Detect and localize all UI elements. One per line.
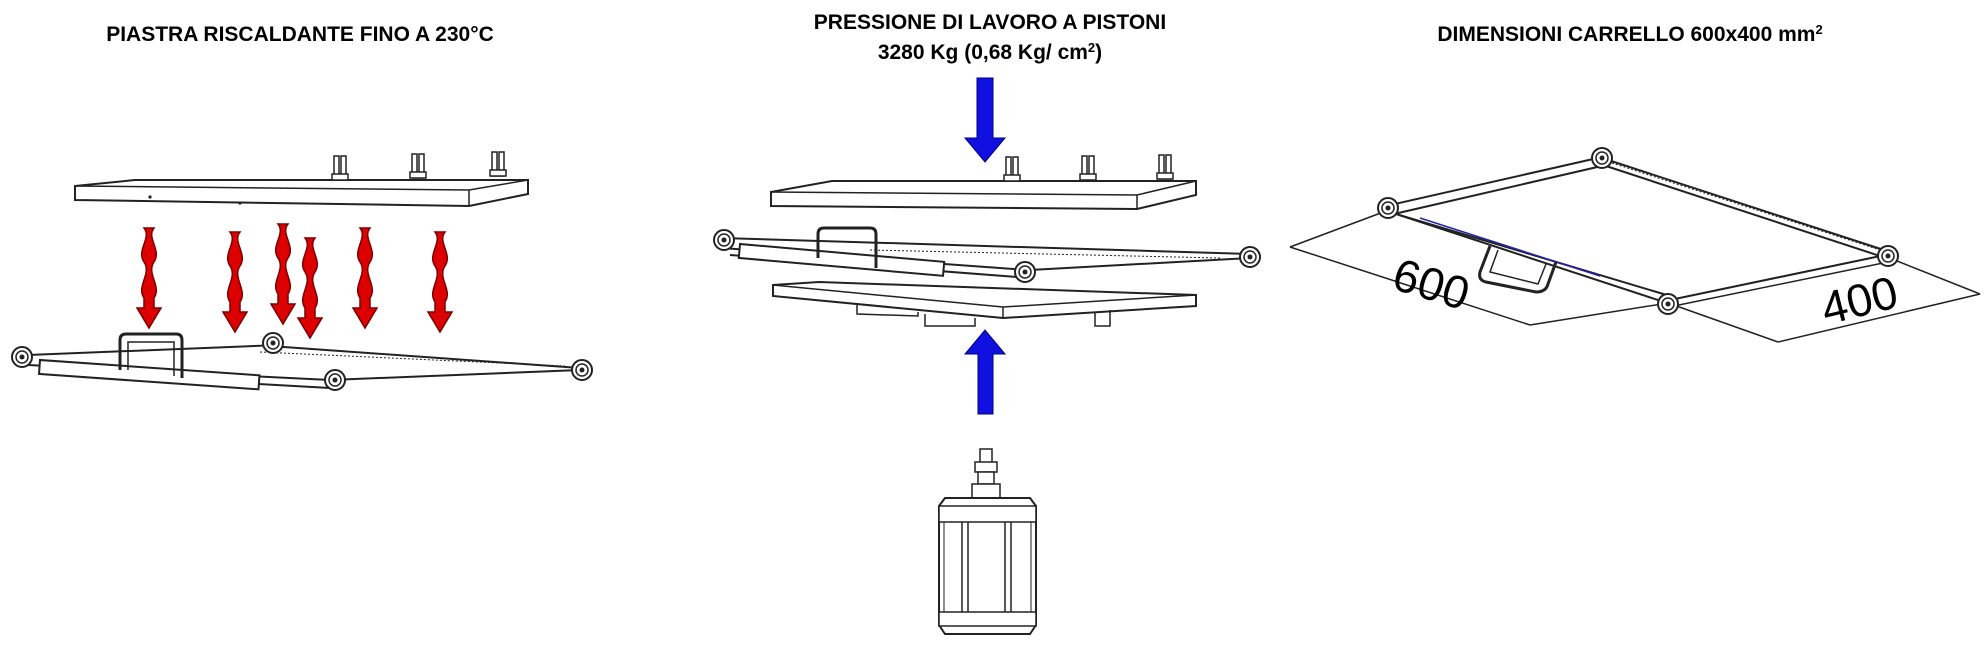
trolley-1 <box>11 332 593 391</box>
dimensions-drawing: 600 400 <box>1289 147 1981 343</box>
heating-plate <box>74 151 529 208</box>
heat-arrow-icon <box>352 227 378 329</box>
pneumatic-cylinder-icon <box>938 448 1037 635</box>
heat-arrow-icon <box>297 237 323 339</box>
heat-arrow-icon <box>427 231 453 333</box>
trolley-3 <box>1377 147 1899 315</box>
pressure-title-line1: PRESSIONE DI LAVORO A PISTONI <box>813 11 1167 34</box>
heating-plate-drawing <box>11 151 593 391</box>
pressure-value: 3280 Kg (0,68 Kg/ cm <box>877 41 1088 64</box>
heat-arrow-icon <box>270 223 296 325</box>
pressure-unit-sup: 2 <box>1087 40 1096 55</box>
heat-arrow-icon <box>222 231 248 333</box>
dimensions-title-sup: 2 <box>1815 22 1823 37</box>
pressure-title: PRESSIONE DI LAVORO A PISTONI 3280 Kg (0… <box>700 8 1280 68</box>
dimension-lines <box>1289 207 1981 343</box>
pressure-arrow-icon <box>963 77 1007 163</box>
heat-arrow-icon <box>136 227 162 329</box>
dimensions-title-text: DIMENSIONI CARRELLO 600x400 mm <box>1437 23 1816 46</box>
dimension-400-label: 400 <box>1816 266 1903 335</box>
dimensions-title: DIMENSIONI CARRELLO 600x400 mm2 <box>1330 20 1930 50</box>
heat-arrows <box>136 223 453 339</box>
heating-plate-title-text: PIASTRA RISCALDANTE FINO A 230°C <box>106 23 494 46</box>
trolley-2 <box>713 226 1261 283</box>
lower-plate <box>772 280 1197 327</box>
dimension-600-label: 600 <box>1387 248 1476 320</box>
heating-plate-title: PIASTRA RISCALDANTE FINO A 230°C <box>0 20 600 50</box>
pressure-title-line2: 3280 Kg (0,68 Kg/ cm2) <box>700 38 1280 68</box>
pressure-arrow-icon <box>963 329 1007 415</box>
pressure-drawing <box>713 77 1261 635</box>
pressure-close: ) <box>1095 41 1103 64</box>
upper-plate <box>770 154 1197 211</box>
